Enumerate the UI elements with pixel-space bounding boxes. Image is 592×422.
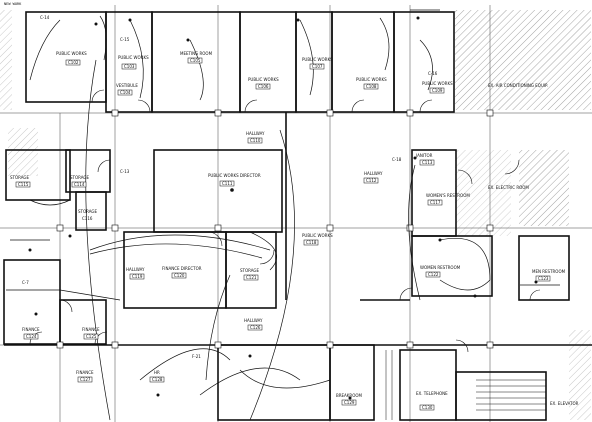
- room-label: STORAGE: [70, 175, 90, 180]
- room-label: PUBLIC WORKS: [422, 81, 453, 86]
- door-swings: [29, 89, 541, 353]
- room-label: FINANCE DIRECTOR: [162, 266, 202, 271]
- hatched-bottom-right: [569, 330, 591, 420]
- hatched-stair-left: [8, 128, 38, 176]
- stair: [385, 350, 546, 420]
- room-label: JANITOR: [416, 153, 433, 158]
- circuit-tag: C-7: [22, 280, 29, 285]
- hatched-electric-room: [519, 150, 569, 226]
- room-label: WOMEN RESTROOM: [420, 265, 461, 270]
- room-label: PUBLIC WORKS: [302, 233, 333, 238]
- room-label: BREAKROOM: [336, 393, 362, 398]
- room-number: C115: [18, 181, 29, 187]
- room-number: C102: [68, 59, 79, 65]
- device-symbols: [28, 16, 538, 400]
- walls: [3, 11, 592, 421]
- circuit-wiring: [6, 9, 560, 421]
- room-number: C122: [428, 271, 439, 277]
- room-number: C119: [132, 273, 143, 279]
- hatched-ac-equipment: [455, 10, 591, 110]
- room-number: C126: [250, 324, 261, 330]
- room-number: C130: [422, 404, 433, 410]
- column-markers: [56, 109, 494, 349]
- circuit-tag: C-14: [40, 15, 50, 20]
- room-number: C112: [366, 177, 377, 183]
- room-number: C118: [306, 239, 317, 245]
- room-label: MEN RESTROOM: [532, 269, 566, 274]
- room-label: PUBLIC WORKS: [302, 57, 333, 62]
- room-label: HALLWAY: [364, 171, 383, 176]
- room-number: C111: [222, 180, 233, 186]
- room-label: HALLWAY: [126, 267, 145, 272]
- room-number: C129: [344, 399, 355, 405]
- room-label: STORAGE: [10, 175, 30, 180]
- room-label: FINANCE: [76, 370, 94, 375]
- room-number: C114: [74, 181, 85, 187]
- room-label: FINANCE: [22, 327, 40, 332]
- room-label: HR: [154, 370, 160, 375]
- room-number: C117: [430, 199, 441, 205]
- room-label: VESTIBULE: [116, 83, 138, 88]
- hatched-left-wall: [0, 10, 12, 110]
- room-number: C105: [190, 57, 201, 63]
- room-label: STORAGE: [240, 268, 260, 273]
- room-label: PUBLIC WORKS: [356, 77, 387, 82]
- room-label: EX. AIR CONDITIONING EQUIP.: [488, 83, 549, 88]
- room-number: C124: [26, 333, 37, 339]
- room-number: C123: [538, 275, 549, 281]
- room-number: C109: [432, 87, 443, 93]
- room-label: PUBLIC WORKS: [118, 55, 149, 60]
- room-number: C103: [124, 63, 135, 69]
- room-number: C113: [422, 159, 433, 165]
- circuit-tag: C-18: [392, 157, 402, 162]
- room-number: C116: [82, 215, 93, 221]
- room-number: C128: [152, 376, 163, 382]
- room-label: HALLWAY: [244, 318, 263, 323]
- room-label: WOMEN'S RESTROOM: [426, 193, 470, 198]
- room-number: C110: [250, 137, 261, 143]
- room-label: HALLWAY: [246, 131, 265, 136]
- room-label: FINANCE: [82, 327, 100, 332]
- circuit-tag: C-15: [120, 37, 130, 42]
- room-tag-boxes: [15, 57, 551, 411]
- room-number: C120: [174, 272, 185, 278]
- room-label: PUBLIC WORKS DIRECTOR: [208, 173, 261, 178]
- hatched-janitor: [455, 150, 511, 236]
- room-label: EX. ELECTRIC ROOM: [488, 185, 529, 190]
- room-number: C121: [246, 274, 257, 280]
- room-label: MEETING ROOM: [180, 51, 213, 56]
- circuit-tag: F-21: [192, 354, 201, 359]
- room-label: EX. TELEPHONE: [416, 391, 448, 396]
- room-number: C104: [120, 89, 131, 95]
- room-number: C127: [80, 376, 91, 382]
- room-label: PUBLIC WORKS: [56, 51, 87, 56]
- circuit-tag: C-16: [428, 71, 438, 76]
- room-number: C108: [366, 83, 377, 89]
- room-number: C125: [86, 333, 97, 339]
- circuit-tag: C-13: [120, 169, 130, 174]
- room-label: STORAGE: [78, 209, 98, 214]
- room-number: C107: [312, 63, 323, 69]
- room-label: PUBLIC WORKS: [248, 77, 279, 82]
- sheet-header: NEW WORK: [4, 2, 22, 6]
- room-number: C106: [258, 83, 269, 89]
- room-label: EX. ELEVATOR: [550, 401, 579, 406]
